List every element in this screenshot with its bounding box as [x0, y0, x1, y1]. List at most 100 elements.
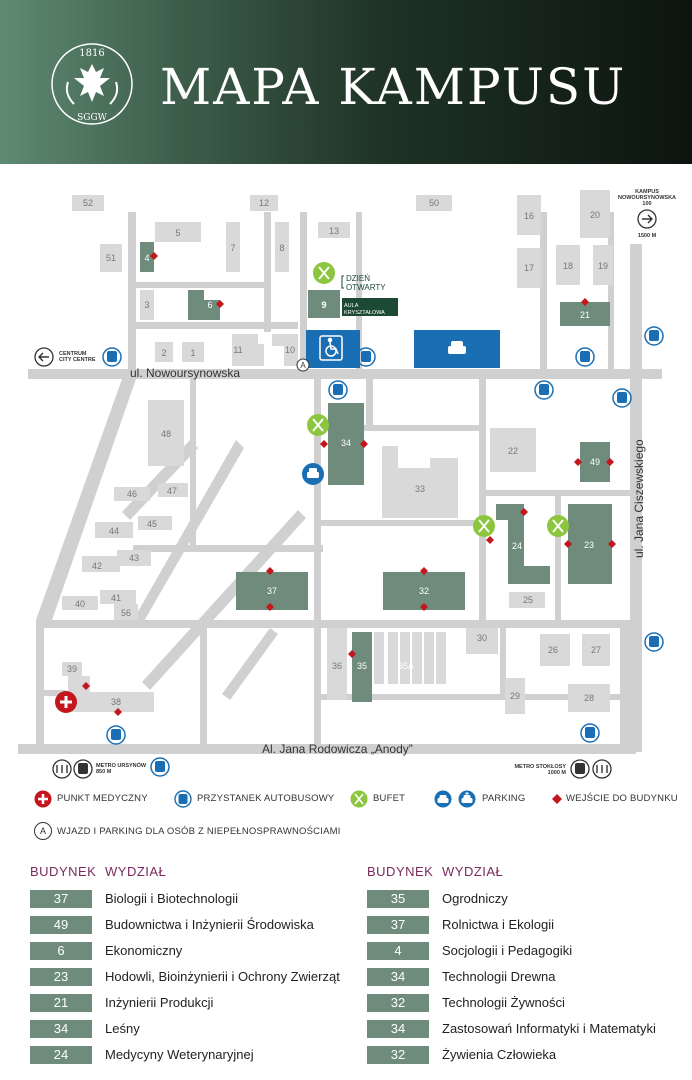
svg-text:9: 9: [321, 300, 326, 310]
svg-text:24: 24: [512, 541, 522, 551]
building-35A-block: [374, 632, 446, 684]
svg-text:27: 27: [591, 645, 601, 655]
svg-text:42: 42: [92, 561, 102, 571]
svg-text:37: 37: [267, 586, 277, 596]
bus-icon: [570, 759, 590, 779]
svg-text:45: 45: [147, 519, 157, 529]
svg-text:1000 M: 1000 M: [548, 770, 567, 776]
svg-text:41: 41: [111, 593, 121, 603]
svg-text:13: 13: [329, 226, 339, 236]
svg-text:1816: 1816: [79, 48, 104, 59]
street-labels: ul. Nowoursynowska Al. Jana Rodowicza „A…: [130, 366, 646, 756]
svg-text:Al. Jana Rodowicza „Anody”: Al. Jana Rodowicza „Anody”: [262, 742, 413, 756]
svg-text:38: 38: [111, 697, 121, 707]
svg-text:3: 3: [144, 300, 149, 310]
bus-icon: [534, 380, 554, 400]
svg-text:KRYSZTAŁOWA: KRYSZTAŁOWA: [344, 310, 385, 316]
entrance-icon: [552, 794, 562, 804]
car-icon: [448, 341, 466, 354]
svg-text:35: 35: [357, 661, 367, 671]
svg-text:25: 25: [523, 595, 533, 605]
legend-bus-label: PRZYSTANEK AUTOBUSOWY: [197, 793, 335, 804]
bufet-icon: [307, 414, 329, 436]
svg-text:4: 4: [144, 253, 149, 263]
svg-text:ul. Jana Ciszewskiego: ul. Jana Ciszewskiego: [632, 439, 646, 558]
svg-text:50: 50: [429, 198, 439, 208]
arrow-right-icon: [637, 209, 657, 229]
svg-text:36: 36: [332, 661, 342, 671]
svg-text:8: 8: [279, 243, 284, 253]
wheelchair-icon: [319, 335, 343, 361]
svg-text:35A: 35A: [398, 661, 414, 671]
svg-text:KAMPUS: KAMPUS: [635, 189, 659, 195]
arrow-left-icon: [34, 347, 54, 367]
page-title: MAPA KAMPUSU: [160, 58, 627, 116]
svg-text:51: 51: [106, 253, 116, 263]
svg-text:6: 6: [207, 300, 212, 310]
svg-text:2: 2: [161, 348, 166, 358]
svg-text:A: A: [300, 361, 306, 370]
medical-icon: [34, 790, 52, 808]
svg-text:34: 34: [341, 438, 351, 448]
svg-text:ul. Nowoursynowska: ul. Nowoursynowska: [130, 366, 240, 380]
car-icon: [434, 790, 452, 808]
svg-text:17: 17: [524, 263, 534, 273]
svg-text:100: 100: [642, 201, 651, 207]
accessible-entry-marker: A: [296, 358, 310, 372]
svg-text:26: 26: [548, 645, 558, 655]
svg-text:CITY CENTRE: CITY CENTRE: [59, 357, 96, 363]
svg-text:16: 16: [524, 211, 534, 221]
bus-icon: [356, 347, 376, 367]
accessible-letter-icon: A: [34, 822, 52, 840]
svg-text:52: 52: [83, 198, 93, 208]
svg-text:44: 44: [109, 526, 119, 536]
map-legend: PUNKT MEDYCZNY PRZYSTANEK AUTOBUSOWY BUF…: [0, 780, 692, 850]
direction-labels: CENTRUM CITY CENTRE KAMPUS NOWOURSYNOWSK…: [59, 189, 676, 776]
svg-text:CENTRUM: CENTRUM: [59, 351, 87, 357]
metro-icon: [52, 759, 72, 779]
legend-medical-label: PUNKT MEDYCZNY: [57, 793, 148, 804]
svg-text:12: 12: [259, 198, 269, 208]
svg-text:1500 M: 1500 M: [638, 233, 657, 239]
building-header: BUDYNEK: [367, 864, 434, 879]
campus-map: A 52 12 50 5 7 8 13 16 20 51 4 17 18 19 …: [18, 189, 676, 779]
dzien-otwarty-label: DZIEŃ OTWARTY: [341, 274, 386, 292]
bufet-icon: [473, 515, 495, 537]
building-header: BUDYNEK: [30, 864, 97, 879]
svg-text:22: 22: [508, 446, 518, 456]
svg-text:1: 1: [190, 348, 195, 358]
header-banner: 1816 SGGW MAPA KAMPUSU: [0, 0, 692, 164]
taxi-icon: [458, 790, 476, 808]
bufet-icon: [313, 262, 335, 284]
bus-icon: [106, 725, 126, 745]
bufet-icon: [350, 790, 368, 808]
svg-text:METRO STOKŁOSY: METRO STOKŁOSY: [514, 764, 566, 770]
parking-areas: [306, 330, 500, 368]
svg-text:NOWOURSYNOWSKA: NOWOURSYNOWSKA: [618, 195, 676, 201]
svg-text:39: 39: [67, 664, 77, 674]
bus-stop-icons: [52, 326, 664, 779]
bus-icon: [174, 790, 192, 808]
svg-text:850 M: 850 M: [96, 769, 112, 775]
svg-text:48: 48: [161, 429, 171, 439]
metro-icon: [592, 759, 612, 779]
svg-text:20: 20: [590, 210, 600, 220]
svg-text:10: 10: [285, 345, 295, 355]
svg-text:23: 23: [584, 540, 594, 550]
faculty-header: WYDZIAŁ: [442, 864, 504, 879]
svg-text:SGGW: SGGW: [77, 113, 108, 123]
bus-icon: [150, 757, 170, 777]
building-labels: 52 12 50 5 7 8 13 16 20 51 4 17 18 19 3 …: [67, 198, 608, 707]
svg-text:OTWARTY: OTWARTY: [346, 283, 386, 292]
svg-text:33: 33: [415, 484, 425, 494]
parking-round-icon: [302, 463, 324, 485]
legend-parking-label: PARKING: [482, 793, 526, 804]
svg-text:47: 47: [167, 486, 177, 496]
bufet-icons: [307, 262, 569, 537]
bus-icon: [612, 388, 632, 408]
svg-text:46: 46: [127, 489, 137, 499]
svg-text:11: 11: [233, 345, 242, 355]
svg-text:METRO URSYNÓW: METRO URSYNÓW: [96, 761, 147, 769]
bus-icon: [102, 347, 122, 367]
legend-bufet-label: BUFET: [373, 793, 406, 804]
